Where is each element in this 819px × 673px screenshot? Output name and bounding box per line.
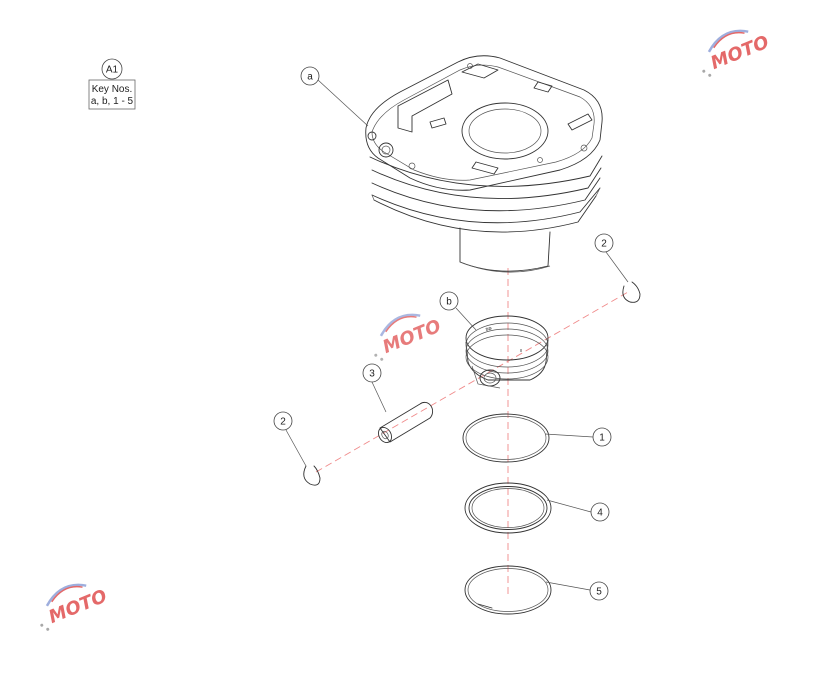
svg-text:b: b — [446, 297, 452, 308]
watermark-logo-top-right: MOTO — [702, 29, 772, 77]
key-box-line2: a, b, 1 - 5 — [91, 96, 134, 107]
circlip-left — [303, 465, 321, 486]
callout-2-left: 2 — [273, 411, 293, 431]
svg-text:MOTO: MOTO — [380, 316, 444, 358]
ring-second — [464, 482, 552, 534]
ring-oil — [464, 565, 552, 615]
ring-top — [462, 413, 550, 463]
svg-text:2: 2 — [601, 239, 607, 250]
svg-text:4: 4 — [597, 508, 603, 519]
key-box-bubble — [101, 58, 123, 80]
key-box: A1 Key Nos. a, b, 1 - 5 — [88, 58, 136, 110]
callout-b: b — [439, 291, 459, 311]
assembly-axes — [315, 268, 629, 595]
svg-text:5: 5 — [596, 587, 602, 598]
callout-1: 1 — [592, 427, 612, 447]
svg-text:MOTO: MOTO — [708, 32, 772, 74]
watermark-logo-bottom-left: MOTO — [40, 583, 110, 631]
key-box-line1: Key Nos. — [92, 84, 133, 95]
svg-text:ↁↁ: ↁↁ — [485, 326, 492, 332]
svg-text:a: a — [307, 72, 313, 83]
key-box-frame — [88, 79, 136, 110]
callout-5: 5 — [589, 581, 609, 601]
piston-pin — [377, 401, 434, 443]
svg-text:1: 1 — [599, 433, 605, 444]
callout-4: 4 — [590, 502, 610, 522]
svg-text:2: 2 — [280, 417, 286, 428]
cylinder-block — [365, 55, 603, 273]
svg-text:Ⅱ: Ⅱ — [520, 348, 522, 353]
leader-lines — [285, 79, 629, 591]
pin-axis — [315, 291, 629, 473]
svg-text:3: 3 — [369, 369, 375, 380]
callout-2-right: 2 — [594, 233, 614, 253]
watermark-logo-center: MOTO — [374, 313, 444, 361]
callout-a: a — [300, 66, 320, 86]
svg-text:MOTO: MOTO — [46, 586, 110, 628]
key-box-label: A1 — [106, 65, 119, 76]
piston: ↁↁ Ⅱ — [465, 315, 549, 389]
circlip-right — [622, 281, 641, 303]
callout-3: 3 — [362, 363, 382, 383]
